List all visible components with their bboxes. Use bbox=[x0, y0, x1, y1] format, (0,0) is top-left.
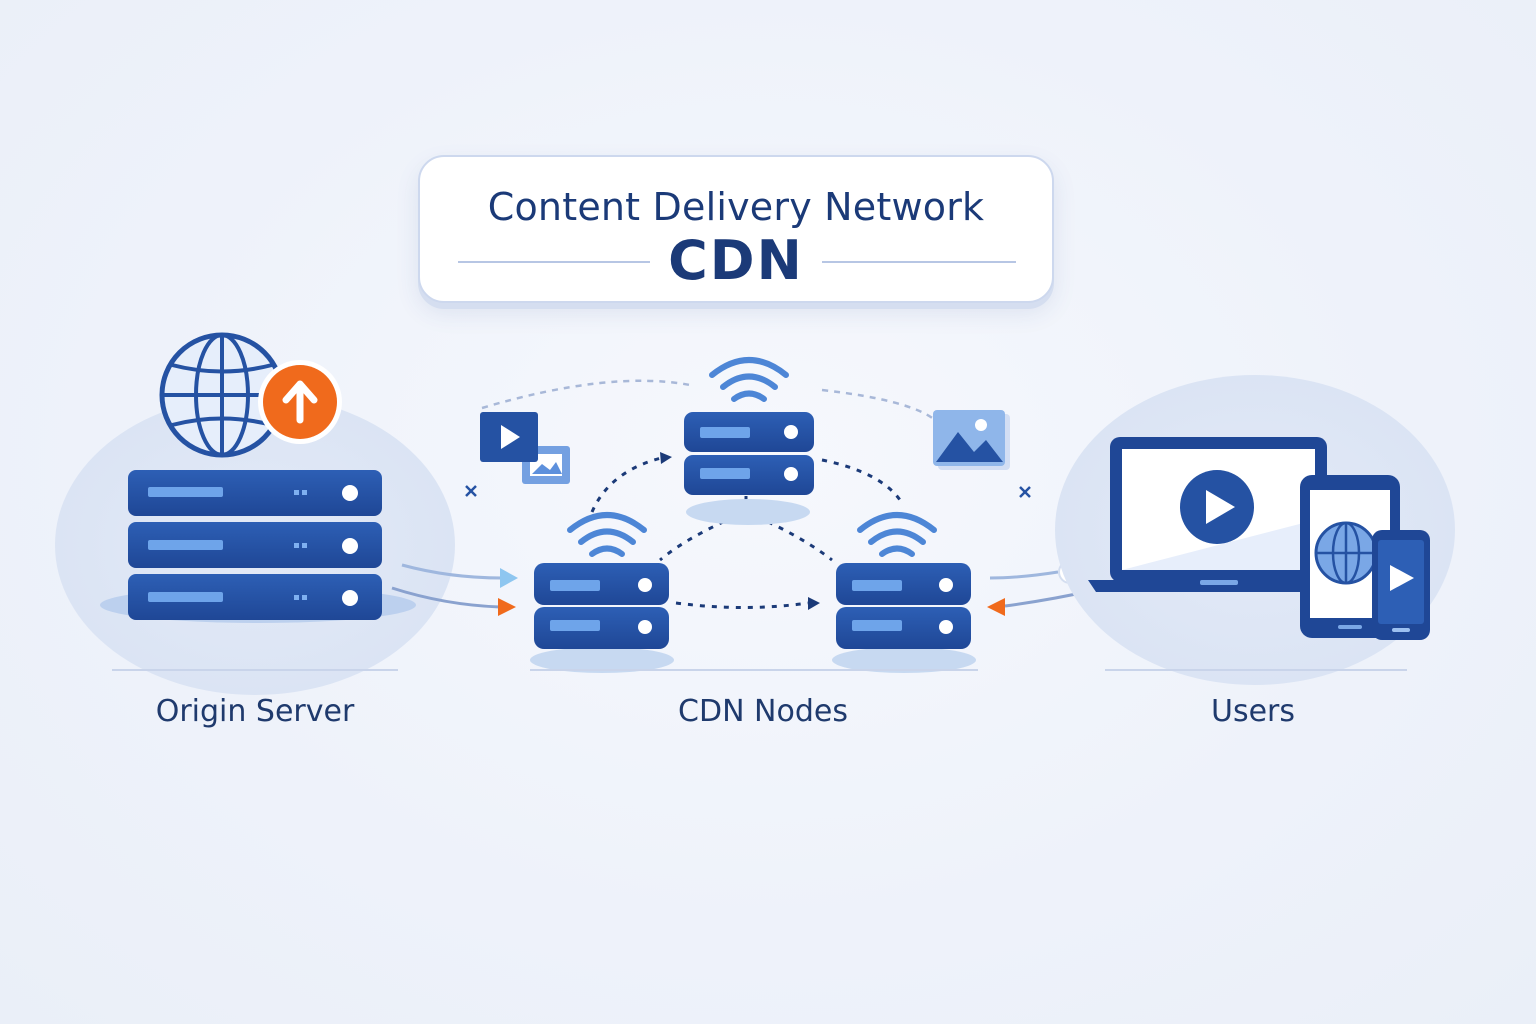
title-rule-right bbox=[822, 261, 1016, 263]
video-file-icon bbox=[480, 412, 570, 484]
phone-icon bbox=[1372, 530, 1430, 640]
node-top-shadow bbox=[686, 499, 810, 525]
node-left-shadow bbox=[530, 647, 674, 673]
title-card: Content Delivery Network CDN bbox=[418, 155, 1054, 303]
title-sub: CDN bbox=[668, 229, 804, 292]
wifi-icon bbox=[709, 357, 789, 402]
origin-server-icon bbox=[128, 470, 382, 620]
cdn-node-top-server-icon bbox=[684, 412, 814, 495]
sparkle-icon bbox=[465, 485, 1031, 498]
cdn-node-left-server-icon bbox=[534, 563, 669, 649]
globe-icon bbox=[159, 332, 285, 458]
title-main: Content Delivery Network bbox=[487, 185, 985, 229]
cdn-node-right-server-icon bbox=[836, 563, 971, 649]
wifi-icon bbox=[567, 512, 647, 557]
title-rule-left bbox=[458, 261, 650, 263]
link-arrow-head bbox=[808, 597, 820, 610]
label-cdn-nodes: CDN Nodes bbox=[678, 694, 848, 729]
play-icon bbox=[1180, 470, 1254, 544]
link-arrow-head bbox=[660, 452, 672, 464]
origin-to-cdn-arrows bbox=[391, 563, 518, 616]
upload-arrow-icon bbox=[258, 360, 342, 444]
globe-icon bbox=[1314, 521, 1378, 585]
wifi-icon bbox=[857, 512, 937, 557]
node-right-shadow bbox=[832, 647, 976, 673]
image-file-icon bbox=[933, 410, 1010, 470]
label-users: Users bbox=[1210, 694, 1295, 729]
label-origin-server: Origin Server bbox=[155, 694, 355, 729]
